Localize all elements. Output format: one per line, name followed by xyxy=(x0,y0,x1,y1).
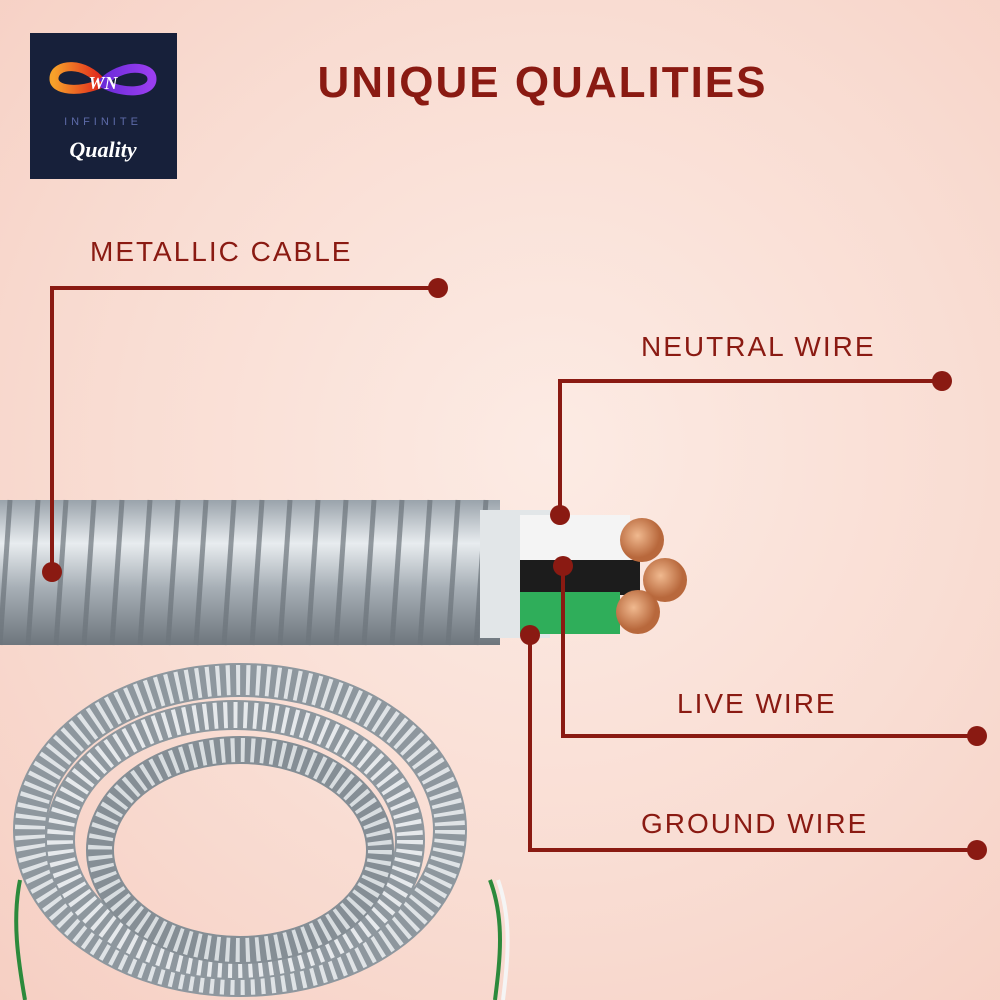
brand-logo: WN INFINITE Quality xyxy=(30,33,177,179)
svg-text:INFINITE: INFINITE xyxy=(64,116,142,128)
page-title: UNIQUE QUALITIES xyxy=(317,58,768,107)
neutral-wire-marker xyxy=(550,505,570,525)
live-wire-marker xyxy=(553,556,573,576)
metallic-cable-marker xyxy=(42,562,62,582)
ground-wire-marker xyxy=(520,625,540,645)
live-wire-label: LIVE WIRE xyxy=(677,688,837,719)
ground-wire-label: GROUND WIRE xyxy=(641,808,869,839)
metallic-cable-label: METALLIC CABLE xyxy=(90,236,353,267)
cable-coil-image xyxy=(13,663,510,1000)
infinity-logo-icon: WN INFINITE Quality xyxy=(49,62,157,162)
armored-cable-image xyxy=(0,499,687,646)
callout-lines xyxy=(50,286,977,852)
svg-text:Quality: Quality xyxy=(69,137,136,162)
svg-text:WN: WN xyxy=(88,73,118,93)
neutral-wire-label: NEUTRAL WIRE xyxy=(641,331,876,362)
